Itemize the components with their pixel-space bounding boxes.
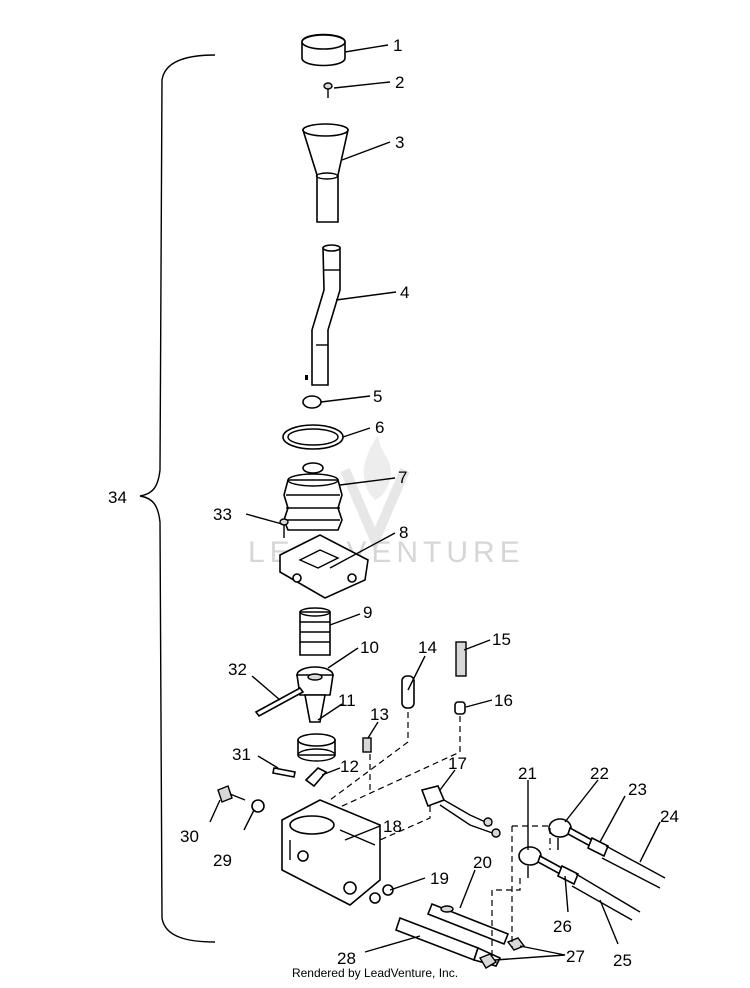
callout-1: 1 xyxy=(393,36,402,55)
callout-17: 17 xyxy=(448,754,467,773)
part-clip xyxy=(304,767,328,788)
callout-21: 21 xyxy=(518,764,537,783)
part-detent-plunger xyxy=(454,701,466,715)
part-rod-end-22 xyxy=(548,818,593,850)
part-shift-link xyxy=(426,902,510,946)
callout-9: 9 xyxy=(363,603,372,622)
callout-32: 32 xyxy=(228,660,247,679)
flame-v-logo xyxy=(340,435,410,553)
callout-15: 15 xyxy=(492,630,511,649)
callout-25: 25 xyxy=(613,951,632,970)
callout-12: 12 xyxy=(340,757,359,776)
callout-14: 14 xyxy=(418,638,437,657)
part-neutral-switch xyxy=(420,785,501,838)
part-bushing xyxy=(297,733,336,762)
leader-lines xyxy=(209,44,661,961)
callout-11: 11 xyxy=(338,691,356,710)
callout-16: 16 xyxy=(494,691,513,710)
callout-27: 27 xyxy=(566,947,585,966)
callout-labels: 1 2 3 4 5 6 7 33 8 9 10 32 14 15 16 11 1… xyxy=(108,36,679,970)
part-mounting-plate xyxy=(279,534,369,599)
part-screw xyxy=(323,82,333,98)
part-cable-25 xyxy=(571,873,641,921)
callout-10: 10 xyxy=(360,638,379,657)
part-washer-29 xyxy=(251,799,265,813)
part-pivot-ball xyxy=(296,666,334,723)
part-jam-nut-23 xyxy=(586,836,610,858)
callout-19: 19 xyxy=(430,869,449,888)
callout-23: 23 xyxy=(628,780,647,799)
callout-2: 2 xyxy=(395,73,404,92)
callout-4: 4 xyxy=(400,283,409,302)
callout-34: 34 xyxy=(108,488,127,507)
callout-8: 8 xyxy=(399,523,408,542)
render-credit: Rendered by LeadVenture, Inc. xyxy=(291,966,459,980)
part-cable-24 xyxy=(601,845,666,889)
callout-30: 30 xyxy=(180,827,199,846)
part-bolt-30 xyxy=(217,785,246,803)
callout-22: 22 xyxy=(590,764,609,783)
callout-29: 29 xyxy=(213,851,232,870)
part-detent-spring xyxy=(455,641,467,677)
part-set-screw xyxy=(362,737,372,753)
callout-33: 33 xyxy=(213,505,232,524)
part-shift-housing xyxy=(281,799,381,906)
part-jam-nut-26 xyxy=(556,864,580,886)
part-knob-cap xyxy=(301,33,346,67)
part-shift-grip xyxy=(301,123,349,223)
part-pin-31 xyxy=(272,767,296,778)
part-bellows-boot xyxy=(283,462,343,531)
callout-20: 20 xyxy=(473,853,492,872)
callout-26: 26 xyxy=(553,917,572,936)
part-pin-32 xyxy=(254,686,305,718)
callout-28: 28 xyxy=(337,949,356,968)
part-shift-lever xyxy=(305,244,341,386)
assembly-brace xyxy=(139,54,216,943)
part-spring-stack xyxy=(299,607,331,656)
callout-24: 24 xyxy=(660,807,679,826)
callout-5: 5 xyxy=(373,387,382,406)
callout-31: 31 xyxy=(232,745,251,764)
part-rod-end-21 xyxy=(518,846,563,878)
assembly-lines xyxy=(329,712,551,956)
callout-18: 18 xyxy=(383,817,402,836)
callout-7: 7 xyxy=(398,468,407,487)
callout-6: 6 xyxy=(375,418,384,437)
callout-13: 13 xyxy=(370,705,389,724)
callout-3: 3 xyxy=(395,133,404,152)
part-washers-19 xyxy=(369,884,394,904)
part-large-oring xyxy=(282,424,344,450)
part-small-ring xyxy=(302,395,322,409)
